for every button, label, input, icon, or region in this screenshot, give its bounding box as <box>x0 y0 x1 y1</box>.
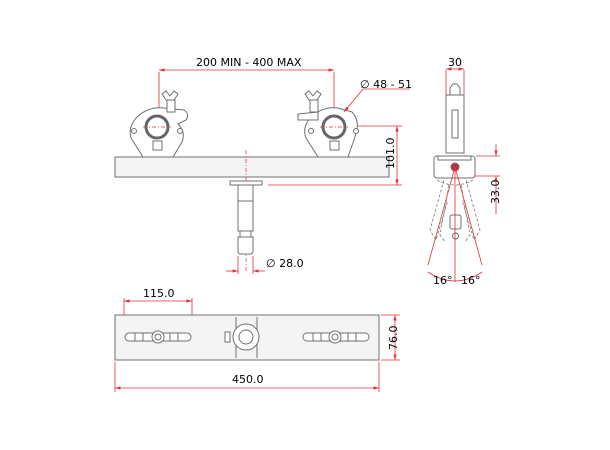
depth-dimension-label: 76.0 <box>387 325 400 351</box>
length-dimension-label: 450.0 <box>232 373 264 386</box>
height-dimension-label: 101.0 <box>384 137 397 170</box>
side-view <box>427 67 500 282</box>
front-view <box>114 68 410 274</box>
left-half-coupler-clamp <box>129 90 189 158</box>
angle-left-label: 16° <box>433 274 453 287</box>
span-dimension-label: 200 MIN - 400 MAX <box>196 56 302 69</box>
angle-right-label: 16° <box>461 274 481 287</box>
tube-diameter-label: ∅ 48 - 51 <box>360 78 413 91</box>
offset-dimension-label: 33.0 <box>489 179 502 205</box>
clamp-travel-label: 115.0 <box>143 287 175 300</box>
top-view <box>114 298 400 392</box>
right-half-coupler-clamp <box>297 90 359 158</box>
spigot-diameter-label: ∅ 28.0 <box>266 257 304 270</box>
spigot <box>229 180 263 255</box>
adapter-plate <box>114 156 390 178</box>
side-width-label: 30 <box>448 56 462 69</box>
